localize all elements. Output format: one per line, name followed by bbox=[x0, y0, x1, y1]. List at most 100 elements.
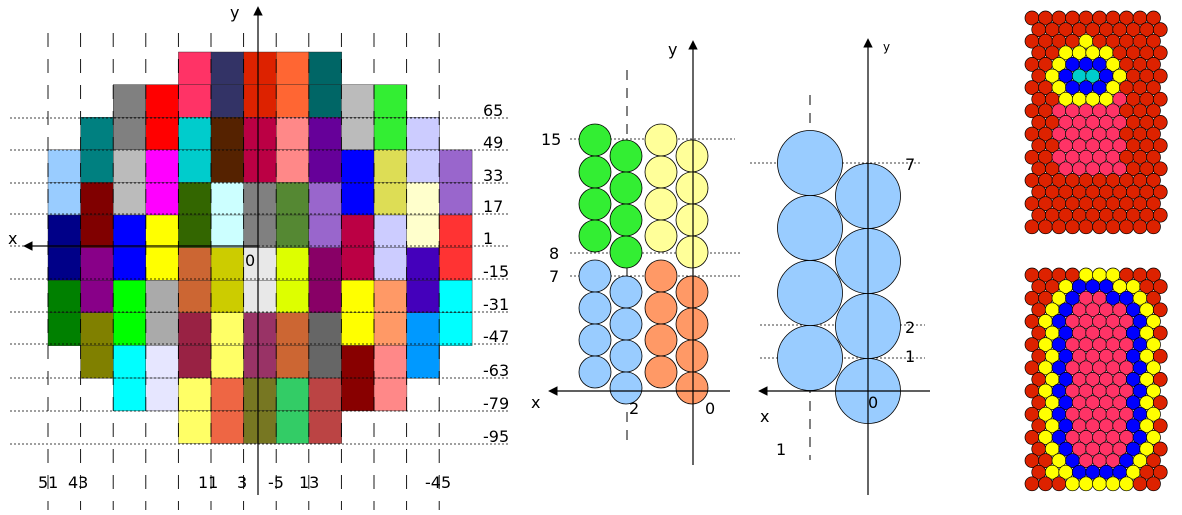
disc bbox=[1146, 10, 1161, 26]
grid-cell bbox=[341, 214, 375, 249]
grid-cell bbox=[243, 214, 277, 249]
middle-y-label-7: 7 bbox=[549, 267, 559, 286]
grid-cell bbox=[341, 84, 375, 118]
grid-cell bbox=[406, 116, 440, 151]
grid-cell bbox=[80, 149, 114, 183]
grid-cell bbox=[112, 345, 147, 379]
big-circles-panel: y x 7 2 1 0 1 bbox=[750, 38, 930, 495]
grid-cell bbox=[439, 247, 473, 281]
disc bbox=[1119, 476, 1134, 492]
column-label: 43 bbox=[68, 473, 88, 492]
circle bbox=[644, 219, 678, 253]
grid-cell bbox=[178, 377, 212, 412]
row-label: 49 bbox=[483, 133, 503, 152]
column-label: 51 bbox=[38, 473, 58, 492]
circle bbox=[644, 187, 678, 221]
middle-y-label-15: 15 bbox=[541, 130, 561, 149]
grid-cell bbox=[210, 410, 245, 444]
disc bbox=[1152, 418, 1168, 434]
disc bbox=[1146, 453, 1161, 468]
grid-cell bbox=[243, 84, 277, 118]
disc bbox=[1152, 91, 1168, 107]
grid-cell bbox=[47, 214, 82, 249]
disc bbox=[1152, 464, 1168, 480]
right-x-label-0: 0 bbox=[868, 393, 878, 412]
grid-cell bbox=[210, 51, 245, 86]
grid-cell bbox=[373, 214, 408, 249]
circle bbox=[609, 275, 643, 309]
grid-cell bbox=[373, 280, 408, 314]
grid-cell bbox=[243, 312, 277, 346]
disc bbox=[1152, 207, 1168, 223]
grid-cell bbox=[47, 280, 82, 314]
grid-x-axis-label: x bbox=[8, 229, 17, 248]
disc bbox=[1146, 103, 1161, 119]
circle bbox=[675, 339, 709, 373]
middle-y-label-8: 8 bbox=[549, 244, 559, 263]
disc bbox=[1051, 219, 1067, 235]
circle bbox=[644, 123, 678, 157]
disc bbox=[1105, 219, 1121, 235]
right-y-label-7: 7 bbox=[905, 155, 915, 174]
grid-cell bbox=[406, 280, 440, 314]
grid-cell bbox=[210, 247, 245, 281]
grid-cell bbox=[308, 51, 342, 86]
disc bbox=[1119, 219, 1134, 235]
grid-cell bbox=[439, 214, 473, 249]
grid-cell bbox=[276, 149, 310, 183]
grid-cell bbox=[373, 247, 408, 281]
grid-cell bbox=[178, 214, 212, 249]
grid-cell bbox=[210, 149, 245, 183]
column-guide-lines bbox=[47, 33, 440, 510]
disc bbox=[1152, 45, 1168, 61]
disc bbox=[1152, 372, 1168, 387]
middle-x-axis-label: x bbox=[531, 393, 540, 412]
grid-cell bbox=[178, 51, 212, 86]
grid-cell bbox=[308, 377, 342, 412]
grid-cell bbox=[373, 182, 408, 216]
grid-cell bbox=[373, 312, 408, 346]
middle-circles bbox=[578, 123, 709, 405]
grid-cell bbox=[112, 377, 147, 412]
grid-cell bbox=[308, 149, 342, 183]
disc bbox=[1152, 348, 1168, 364]
disc bbox=[1146, 430, 1161, 445]
grid-origin-label: 0 bbox=[245, 251, 255, 270]
disc bbox=[1146, 383, 1161, 399]
right-y-axis-label: y bbox=[883, 40, 890, 54]
right-y-label-1: 1 bbox=[905, 347, 915, 366]
grid-cell bbox=[406, 345, 440, 379]
grid-cell bbox=[276, 84, 310, 118]
grid-cell bbox=[210, 182, 245, 216]
row-label: -31 bbox=[483, 295, 509, 314]
grid-cell bbox=[112, 149, 147, 183]
disc bbox=[1105, 476, 1121, 492]
grid-cell bbox=[341, 149, 375, 183]
grid-cell bbox=[80, 280, 114, 314]
grid-cell bbox=[47, 312, 82, 346]
grid-cell bbox=[145, 312, 179, 346]
row-label: 1 bbox=[483, 229, 493, 248]
grid-cell bbox=[112, 280, 147, 314]
grid-cell bbox=[439, 149, 473, 183]
row-label: -95 bbox=[483, 427, 509, 446]
circle bbox=[675, 371, 709, 405]
disc bbox=[1146, 337, 1161, 352]
grid-cell bbox=[80, 214, 114, 249]
grid-cell bbox=[112, 312, 147, 346]
disc bbox=[1146, 476, 1161, 492]
grid-cell bbox=[308, 312, 342, 346]
grid-cell bbox=[178, 84, 212, 118]
grid-cell bbox=[243, 280, 277, 314]
grid-cell bbox=[341, 182, 375, 216]
circle bbox=[675, 235, 709, 269]
grid-cell bbox=[145, 84, 179, 118]
circle bbox=[644, 323, 678, 357]
grid-cell bbox=[308, 280, 342, 314]
grid-cell bbox=[178, 312, 212, 346]
circle bbox=[644, 155, 678, 189]
grid-cell bbox=[341, 377, 375, 412]
grid-cell bbox=[341, 247, 375, 281]
circle bbox=[578, 219, 612, 253]
